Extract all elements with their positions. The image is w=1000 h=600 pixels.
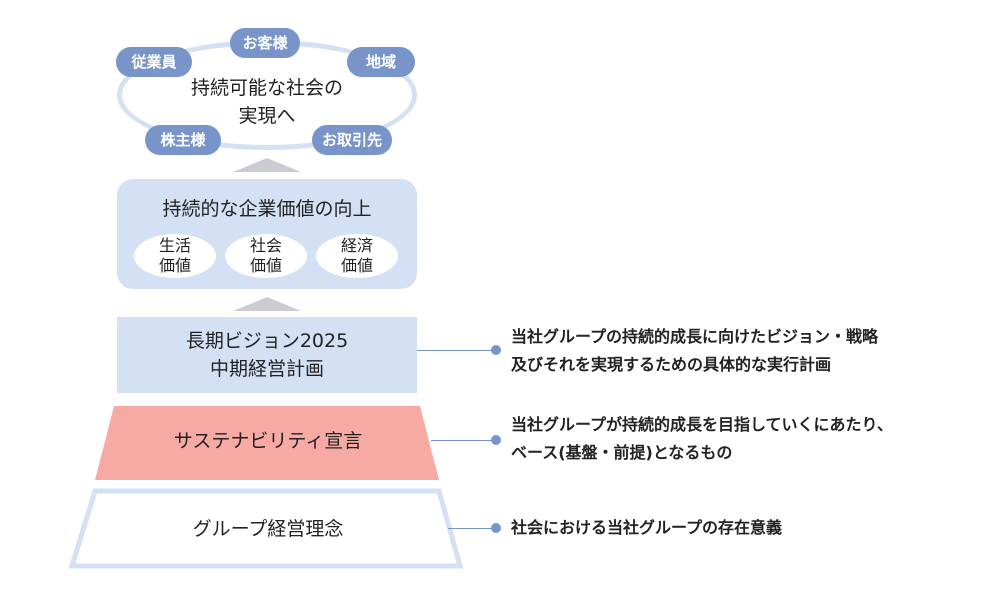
value-item-life: 生活 価値 xyxy=(134,234,216,278)
philosophy-trapezoid xyxy=(68,488,464,569)
philosophy-note: 社会における当社グループの存在意義 xyxy=(511,518,783,537)
arrow-up-1 xyxy=(233,158,301,172)
stakeholder-employees: 従業員 xyxy=(116,47,192,77)
sustainability-connector xyxy=(431,440,495,441)
plan-dot xyxy=(491,345,501,355)
stakeholder-customers: お客様 xyxy=(230,28,300,58)
value-item-social: 社会 価値 xyxy=(225,234,307,278)
sustainability-note-line-1: 当社グループが持続的成長を目指していくにあたり、 xyxy=(511,415,893,434)
sustainability-note-line-2: ベース(基盤・前提)となるもの xyxy=(511,443,733,462)
plan-note-line-1: 当社グループの持続的成長に向けたビジョン・戦略 xyxy=(511,327,879,346)
vision-line-2: 実現へ xyxy=(238,105,296,127)
value-item-economic-line-2: 価値 xyxy=(340,256,373,275)
plan-note: 当社グループの持続的成長に向けたビジョン・戦略 及びそれを実現するための具体的な… xyxy=(511,323,878,379)
philosophy-dot xyxy=(491,523,501,533)
plan-connector xyxy=(417,350,495,351)
value-item-social-line-1: 社会 xyxy=(249,236,282,255)
plan-line-2: 中期経営計画 xyxy=(209,358,324,380)
value-item-social-line-2: 価値 xyxy=(249,256,282,275)
sustainability-trapezoid xyxy=(95,406,439,480)
arrow-up-2 xyxy=(233,297,301,311)
value-item-life-line-2: 価値 xyxy=(158,256,191,275)
philosophy-label: グループ経営理念 xyxy=(192,518,344,540)
vision-text: 持続可能な社会の 実現へ xyxy=(160,74,374,130)
stakeholder-partners: お取引先 xyxy=(312,125,392,155)
vision-line-1: 持続可能な社会の xyxy=(190,77,343,99)
corporate-value-title: 持続的な企業価値の向上 xyxy=(162,198,372,220)
sustainability-note: 当社グループが持続的成長を目指していくにあたり、 ベース(基盤・前提)となるもの xyxy=(511,411,893,467)
sustainability-dot xyxy=(491,435,501,445)
plan-box: 長期ビジョン2025 中期経営計画 xyxy=(117,317,417,393)
sustainability-label: サステナビリティ宣言 xyxy=(173,430,363,452)
stakeholder-region: 地域 xyxy=(347,47,415,77)
plan-note-line-2: 及びそれを実現するための具体的な実行計画 xyxy=(511,355,832,374)
value-item-life-line-1: 生活 xyxy=(158,236,191,255)
value-item-economic: 経済 価値 xyxy=(316,234,398,278)
value-item-economic-line-1: 経済 xyxy=(340,236,373,255)
stakeholder-shareholders: 株主様 xyxy=(145,125,221,155)
plan-line-1: 長期ビジョン2025 xyxy=(185,330,349,352)
philosophy-connector xyxy=(448,528,495,529)
